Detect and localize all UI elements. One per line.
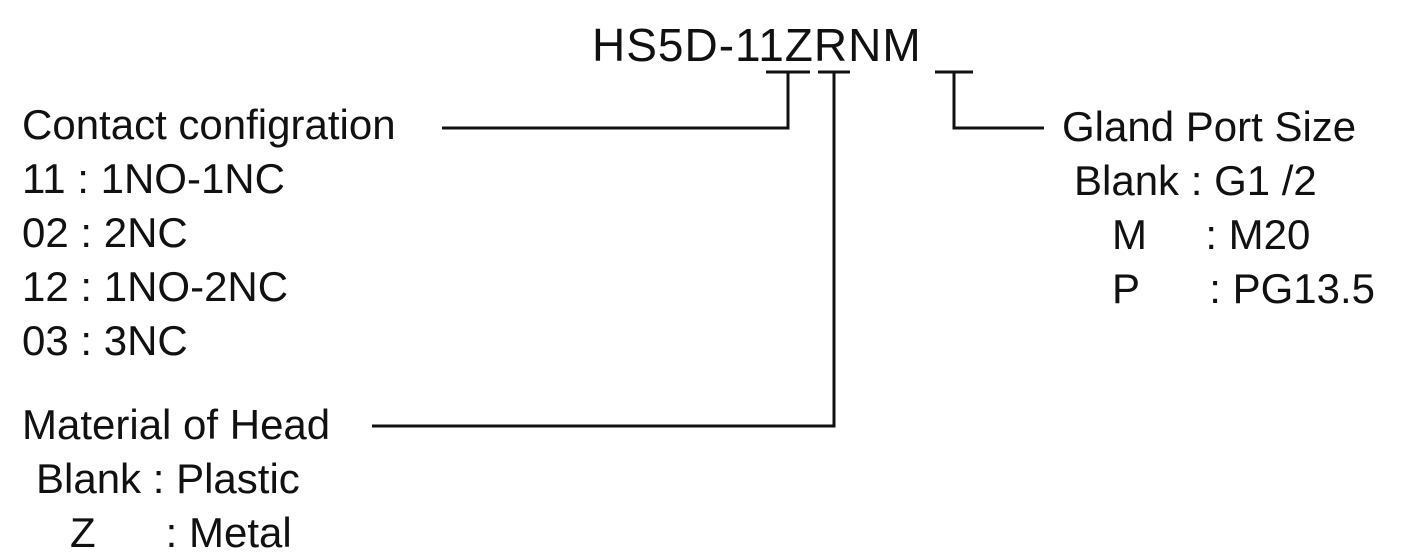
contact-config-title: Contact configration — [22, 101, 396, 148]
gland-option: P : PG13.5 — [1112, 265, 1376, 312]
gland-option: Blank : G1 /2 — [1074, 157, 1317, 204]
leader-gland — [952, 72, 1044, 130]
contact-option: 02 : 2NC — [22, 209, 188, 256]
leader-head — [372, 72, 836, 428]
gland-option: M : M20 — [1112, 211, 1311, 258]
contact-option: 11 : 1NO-1NC — [22, 155, 285, 202]
code-contact: 11 — [735, 19, 785, 71]
contact-option: 12 : 1NO-2NC — [22, 263, 289, 310]
leader-contact — [442, 72, 790, 130]
code-prefix: HS5D- — [592, 19, 736, 71]
material-option: Blank : Plastic — [36, 455, 300, 502]
material-option: Z : Metal — [70, 509, 292, 556]
code-head: Z — [784, 19, 814, 71]
material-head-title: Material of Head — [22, 401, 331, 448]
code-mid: RN — [813, 19, 883, 71]
contact-option: 03 : 3NC — [22, 317, 188, 364]
gland-port-title: Gland Port Size — [1062, 103, 1357, 150]
model-code: HS5D-11ZRNM — [592, 22, 922, 68]
code-gland: M — [882, 19, 922, 71]
